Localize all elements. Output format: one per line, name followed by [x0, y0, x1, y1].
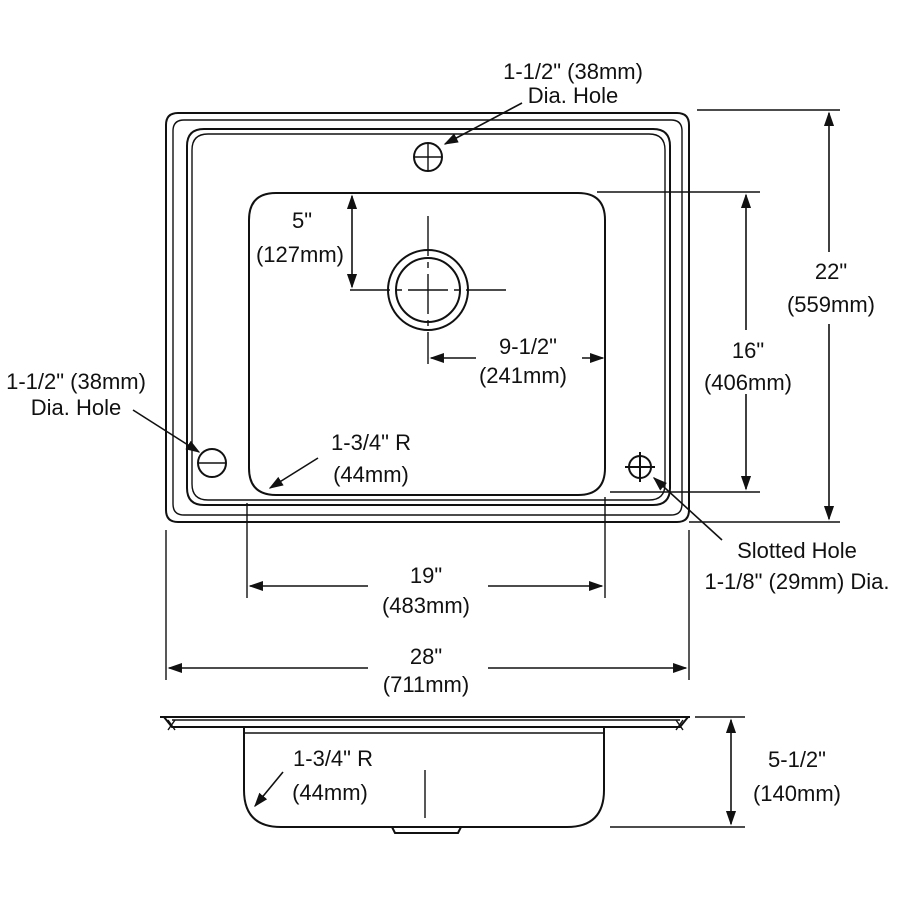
bowl-depth-metric: (140mm)	[753, 781, 841, 806]
corner-radius-top-metric: (44mm)	[333, 462, 409, 487]
overall-width-imperial: 28"	[410, 644, 442, 669]
bowl-width-metric: (483mm)	[382, 593, 470, 618]
side-hole-leader	[132, 409, 201, 453]
sink-side-view	[160, 716, 690, 834]
bowl-length-imperial: 16"	[732, 338, 764, 363]
corner-radius-leader-side	[254, 771, 284, 808]
slotted-hole	[625, 452, 655, 482]
slotted-hole-size: 1-1/8" (29mm) Dia.	[704, 569, 889, 594]
overall-width-metric: (711mm)	[383, 672, 469, 697]
top-hole-label: Dia. Hole	[528, 83, 618, 108]
side-deck-flange	[163, 716, 689, 728]
slotted-hole-leader	[652, 477, 723, 541]
bowl-length-metric: (406mm)	[704, 370, 792, 395]
corner-radius-side-metric: (44mm)	[292, 780, 368, 805]
side-drain	[391, 826, 462, 834]
drain	[350, 216, 506, 364]
bowl-width-imperial: 19"	[410, 563, 442, 588]
overall-length-metric: (559mm)	[787, 292, 875, 317]
drain-offset-imperial: 5"	[292, 208, 312, 233]
top-faucet-hole	[413, 142, 443, 172]
side-hole-size: 1-1/2" (38mm)	[6, 369, 146, 394]
overall-length-imperial: 22"	[815, 259, 847, 284]
top-hole-size: 1-1/2" (38mm)	[503, 59, 643, 84]
drain-offset-metric: (127mm)	[256, 242, 344, 267]
drain-to-side-imperial: 9-1/2"	[499, 334, 557, 359]
slotted-hole-label: Slotted Hole	[737, 538, 857, 563]
sink-inner-rim	[172, 119, 683, 516]
corner-radius-top-imperial: 1-3/4" R	[331, 430, 411, 455]
sink-outer-rim	[165, 112, 690, 523]
side-hole-label: Dia. Hole	[31, 395, 121, 420]
bowl-depth-imperial: 5-1/2"	[768, 747, 826, 772]
sink-bowl-outline	[248, 192, 606, 496]
top-hole-leader	[443, 102, 523, 145]
side-faucet-hole	[197, 448, 227, 478]
corner-radius-leader-top	[268, 457, 319, 489]
corner-radius-side-imperial: 1-3/4" R	[293, 746, 373, 771]
sink-deck-ledge	[186, 128, 671, 506]
sink-top-view	[165, 112, 690, 523]
drain-to-side-metric: (241mm)	[479, 363, 567, 388]
side-bowl-outline	[243, 727, 605, 828]
